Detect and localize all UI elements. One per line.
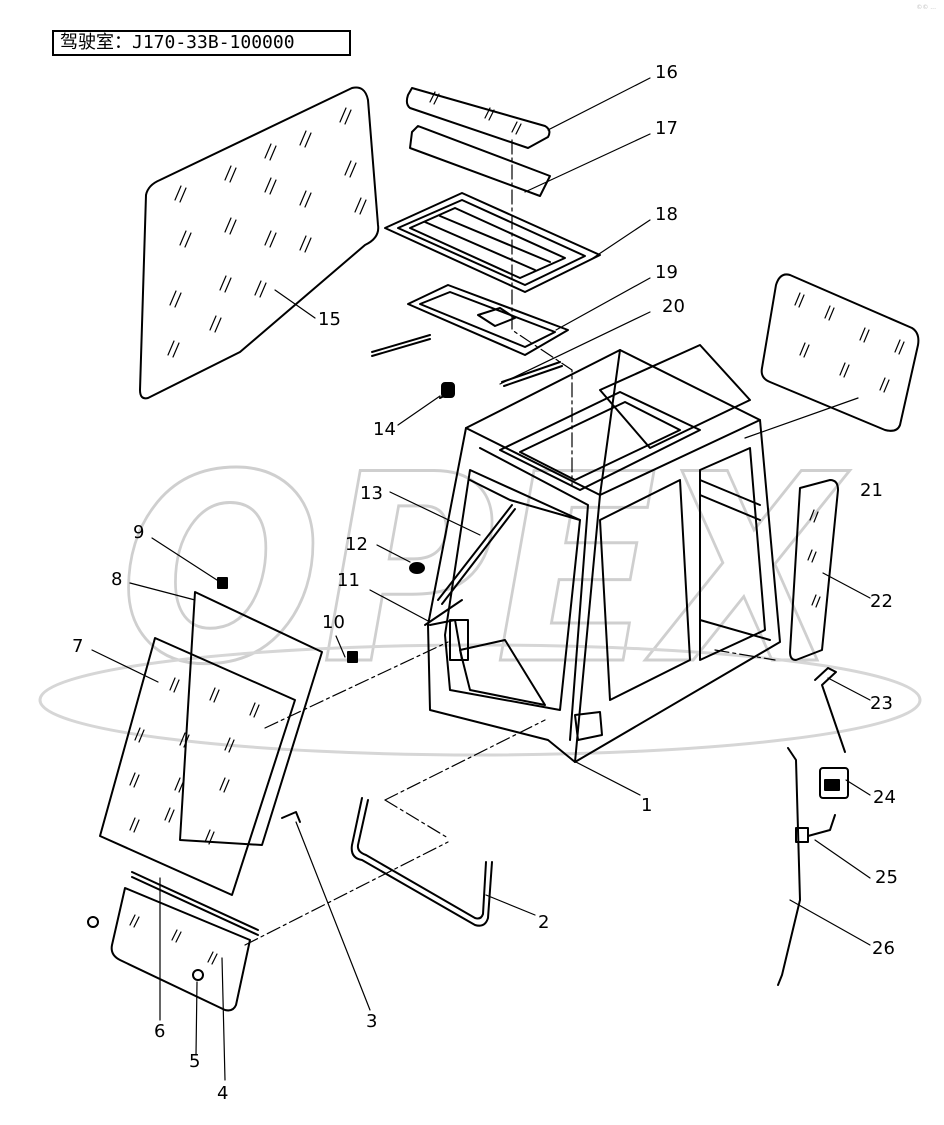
callout-23: 23 [870,693,893,714]
callouts: 16 17 18 19 20 15 14 13 12 11 9 8 7 10 2… [72,62,898,1104]
callout-18: 18 [655,204,678,225]
part-2-seal [350,797,493,927]
part-22-glass [789,479,839,661]
part-3-clip [281,811,301,823]
part-8-glass [179,591,323,846]
callout-25: 25 [875,867,898,888]
part-10-fastener [347,651,358,663]
callout-8: 8 [111,569,122,590]
corner-mark: ©© ... [916,4,936,11]
callout-15: 15 [318,309,341,330]
part-15-glass [139,86,380,400]
callout-5: 5 [189,1051,200,1072]
watermark: OPEX [38,419,922,757]
part-26-rod [777,747,801,986]
part-21-glass [760,273,920,432]
assembly-lines [244,139,776,946]
callout-9: 9 [133,522,144,543]
callout-12: 12 [345,534,368,555]
callout-3: 3 [366,1011,377,1032]
leader-lines [91,77,871,1081]
diagram-title: 驾驶室：J170-33B-100000 [52,30,351,56]
callout-19: 19 [655,262,678,283]
callout-13: 13 [360,483,383,504]
callout-26: 26 [872,938,895,959]
callout-10: 10 [322,612,345,633]
callout-11: 11 [337,570,360,591]
callout-14: 14 [373,419,396,440]
watermark-text: OPEX [120,420,850,722]
callout-20: 20 [662,296,685,317]
part-14-knob [439,382,455,399]
callout-24: 24 [873,787,896,808]
callout-22: 22 [870,591,893,612]
part-23-handle [814,667,846,753]
part-18-frame [384,192,601,293]
part-9-fastener [217,577,228,589]
part-13-wiper [437,504,516,605]
part-6-strip [131,871,259,936]
callout-6: 6 [154,1021,165,1042]
part-17-sheet [409,125,551,197]
part-1-cab [427,344,781,763]
callout-21: 21 [860,480,883,501]
callout-2: 2 [538,912,549,933]
part-4-glass [110,887,251,1012]
callout-1: 1 [641,795,652,816]
part-24-bracket [819,767,849,799]
part-12-grommet [409,562,425,574]
callout-4: 4 [217,1083,228,1104]
callout-17: 17 [655,118,678,139]
callout-16: 16 [655,62,678,83]
callout-7: 7 [72,636,83,657]
part-11-wiper-motor [424,599,469,661]
part-7-glass [99,637,296,896]
part-16-glass [405,87,551,149]
part-20-strip [501,361,563,387]
part-25-clamp [795,814,836,843]
part-5-nuts [87,916,204,981]
glass-hatching [167,107,367,358]
part-19-panel [371,284,569,357]
